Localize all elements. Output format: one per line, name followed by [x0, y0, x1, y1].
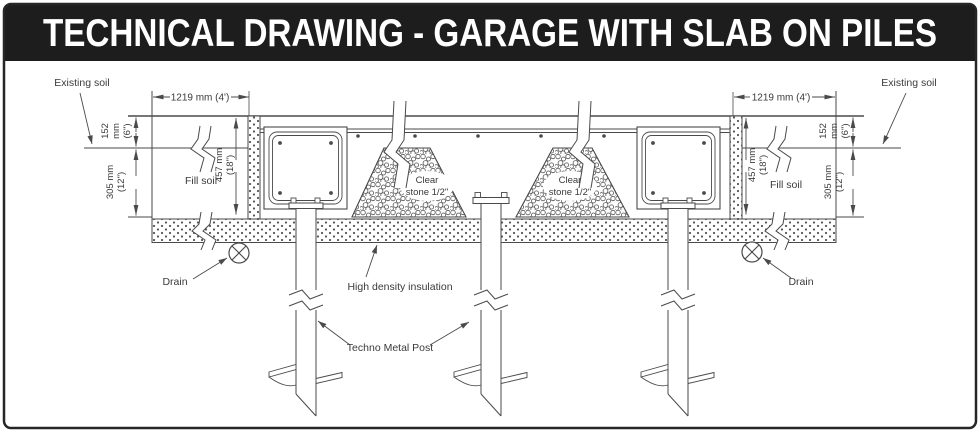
dim-beam-depth-left: 457 mm(18") — [214, 148, 236, 182]
leader-arrows — [79, 92, 907, 346]
helix-blade — [640, 363, 669, 378]
clear-stone-left — [351, 147, 467, 218]
grade-beam-right — [636, 126, 721, 210]
break-symbol — [288, 289, 324, 300]
dim-slab-thickness-right: 152mm(6") — [818, 123, 851, 139]
break-symbol — [660, 300, 696, 311]
break-symbol — [660, 289, 696, 300]
break-symbol — [288, 300, 324, 311]
label-techno-metal-post: Techno Metal Post — [347, 342, 433, 354]
helix-blade — [315, 371, 343, 385]
break-fill-soil-right — [766, 125, 792, 173]
helical-pile-right — [640, 197, 715, 417]
dim-slab-thickness-left: 152mm(6") — [100, 123, 133, 139]
label-fill-soil-left: Fill soil — [185, 175, 217, 187]
page-frame — [2, 2, 978, 430]
page-title: TECHNICAL DRAWING - GARAGE WITH SLAB ON … — [43, 12, 937, 55]
drain-symbol-left — [228, 242, 250, 264]
insulation-strip-right — [729, 115, 743, 220]
drawing-canvas — [79, 91, 907, 417]
helix-blade — [453, 363, 482, 378]
helical-pile-left — [268, 197, 343, 417]
helix-blade — [687, 371, 715, 385]
post-cap — [288, 202, 324, 209]
label-drain-left: Drain — [162, 276, 187, 288]
slab-rebar-dots — [356, 134, 606, 138]
beam-rebar-dots — [278, 141, 333, 195]
insulation-strip-left — [247, 115, 261, 220]
post-cap — [472, 197, 510, 204]
helix-blade — [268, 363, 297, 378]
dim-soil-depth-left: 305 mm(12") — [105, 165, 127, 199]
break-slab-right — [568, 100, 596, 189]
beam-rebar-dots — [651, 141, 706, 195]
post-cap — [660, 202, 696, 209]
break-fill-soil-left — [190, 125, 216, 173]
annotations: Existing soil Existing soil 1219 mm (4')… — [54, 77, 936, 354]
helical-pile-center — [453, 192, 528, 417]
dim-beam-depth-right: 457 mm(18") — [747, 148, 769, 182]
label-fill-soil-right: Fill soil — [770, 179, 802, 191]
dimension-lines — [133, 91, 856, 216]
dim-footing-width-right: 1219 mm (4') — [752, 93, 811, 104]
dim-footing-width-left: 1219 mm (4') — [171, 93, 230, 104]
break-band-right — [764, 211, 790, 251]
break-symbol — [473, 300, 509, 311]
grade-beam-left — [263, 126, 348, 210]
label-drain-right: Drain — [788, 276, 813, 288]
break-slab-left — [383, 100, 411, 189]
label-insulation: High density insulation — [347, 281, 452, 293]
helix-blade — [500, 371, 528, 385]
drain-symbol-right — [741, 241, 763, 263]
break-symbol — [473, 289, 509, 300]
label-existing-soil-left: Existing soil — [54, 77, 109, 89]
break-band-left — [191, 211, 217, 251]
dim-soil-depth-right: 305 mm(12") — [823, 165, 845, 199]
label-existing-soil-right: Existing soil — [881, 77, 936, 89]
clear-stone-right — [515, 147, 630, 218]
header-banner: TECHNICAL DRAWING - GARAGE WITH SLAB ON … — [4, 4, 976, 61]
